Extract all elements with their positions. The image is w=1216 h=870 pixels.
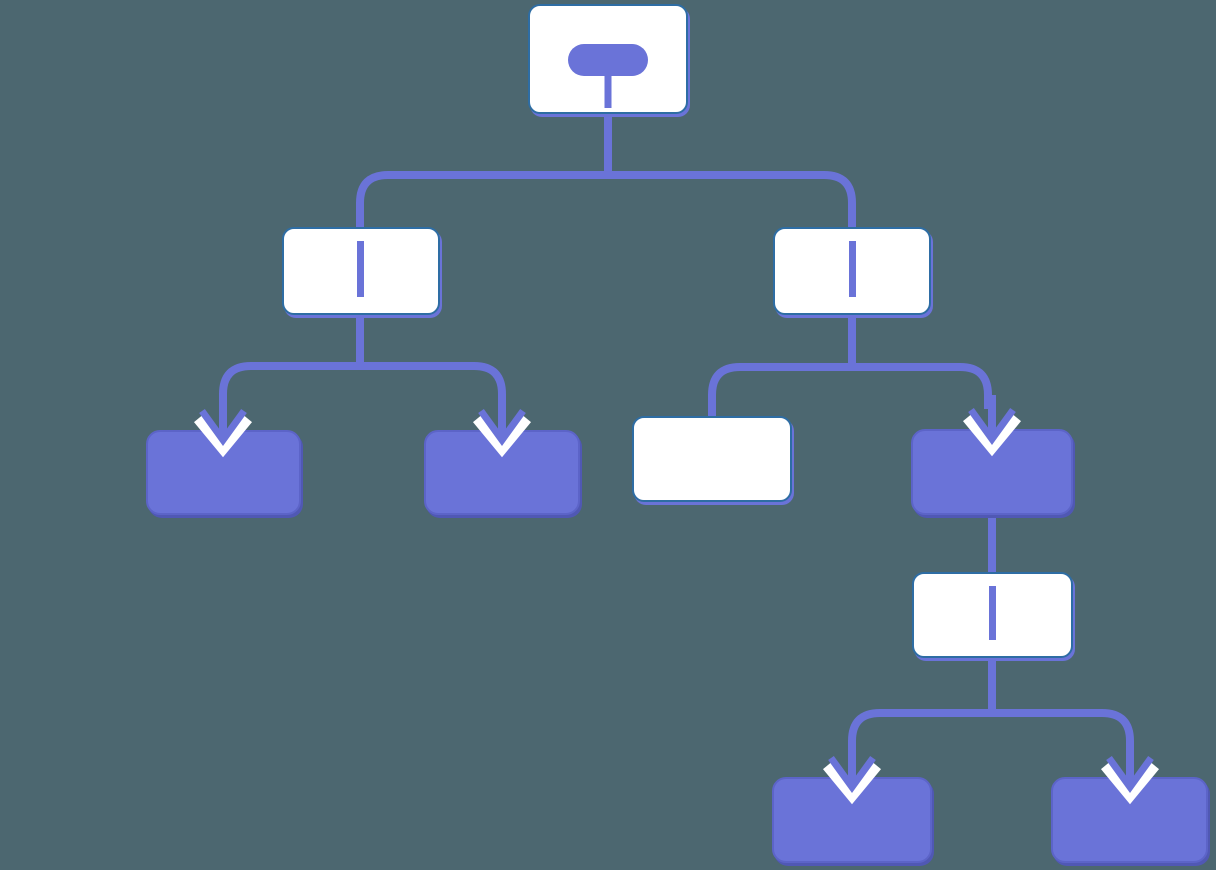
chevron-arrow-icon — [822, 743, 882, 805]
marker-leaf-left-2-purple — [478, 408, 526, 446]
marker-leaf-bottom-1-purple — [828, 755, 876, 793]
node-branch-right[interactable] — [773, 227, 931, 315]
chevron-arrow-icon — [193, 396, 253, 458]
node-leaf-left-2[interactable] — [424, 430, 580, 515]
marker-leaf-left-1-white — [193, 413, 253, 458]
marker-leaf-left-2-white — [472, 413, 532, 458]
node-branch-lower[interactable] — [912, 572, 1073, 658]
marker-leaf-bottom-2-purple — [1106, 755, 1154, 793]
node-child-arrow[interactable] — [911, 429, 1073, 515]
chevron-arrow-icon — [472, 396, 532, 458]
node-child-plain[interactable] — [632, 416, 792, 502]
marker-child-arrow-purple — [968, 407, 1016, 445]
chevron-arrow-icon — [962, 395, 1022, 457]
marker-child-arrow-white — [962, 412, 1022, 457]
marker-leaf-left-1-purple — [199, 408, 247, 446]
edge-right-fork — [708, 363, 992, 416]
pass-through-line — [988, 586, 996, 640]
node-leaf-bottom-2[interactable] — [1051, 777, 1208, 863]
root-pill-icon — [568, 44, 648, 76]
edge-left-fork — [219, 362, 506, 410]
node-leaf-bottom-1[interactable] — [772, 777, 932, 863]
node-branch-left[interactable] — [282, 227, 440, 315]
chevron-arrow-icon — [1100, 743, 1160, 805]
edge-root-fork — [356, 171, 856, 227]
edge-lower-fork — [848, 709, 1134, 757]
pass-through-line — [848, 241, 856, 297]
node-leaf-left-1[interactable] — [146, 430, 301, 515]
marker-leaf-bottom-1-white — [822, 760, 882, 805]
node-root[interactable] — [528, 4, 688, 114]
pass-through-line — [356, 241, 364, 297]
marker-leaf-bottom-2-white — [1100, 760, 1160, 805]
root-pill-stem — [604, 76, 612, 108]
